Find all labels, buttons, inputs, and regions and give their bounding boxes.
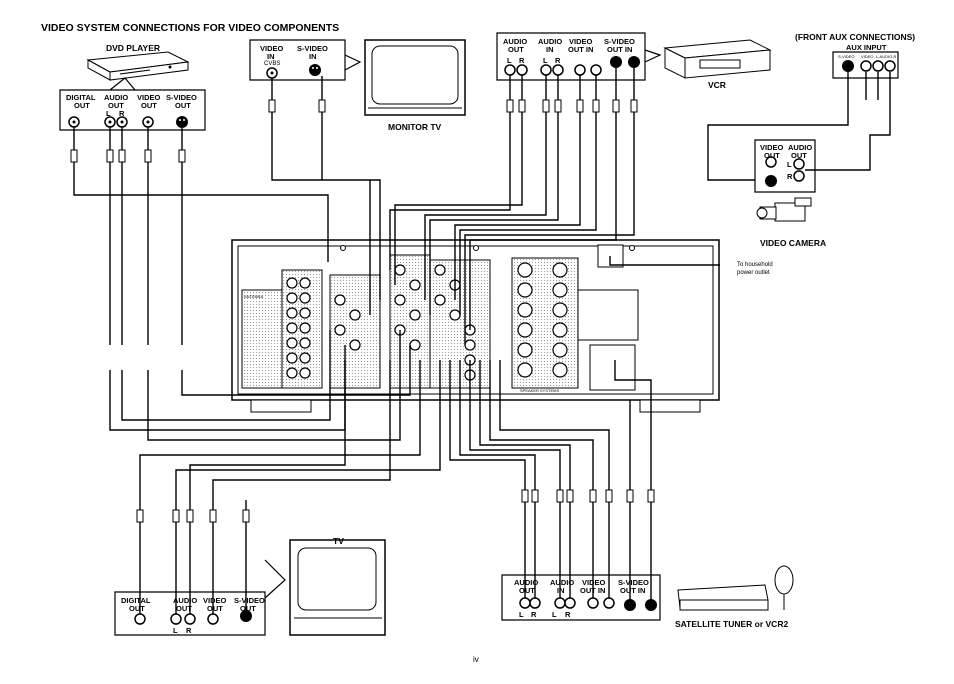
vcr-label: VCR — [708, 80, 726, 90]
sat-panel — [501, 574, 661, 621]
vcr-video-label-2: OUT IN — [568, 45, 594, 54]
dvd-player-label: DVD PLAYER — [106, 43, 161, 53]
tv-audio-label-2: OUT — [176, 604, 192, 613]
tv-digital-label-1: DIGITAL — [121, 596, 151, 605]
dvd-audio-r: R — [119, 109, 125, 118]
vcr-r2: R — [555, 56, 561, 65]
tv-icon — [289, 539, 386, 636]
sat-video-label-2: OUT IN — [580, 586, 606, 595]
sat-video-label-1: VIDEO — [582, 578, 606, 587]
monitor-cvbs-label: CVBS — [264, 61, 281, 67]
dvd-video-out-jack — [142, 116, 154, 128]
video-camera-icon — [756, 197, 812, 222]
camera-jacks — [765, 156, 805, 187]
tv-svideo-label-2: OUT — [240, 604, 256, 613]
dvd-digital-out-jack — [68, 116, 80, 128]
page-title: VIDEO SYSTEM CONNECTIONS FOR VIDEO COMPO… — [41, 22, 340, 34]
sat-svideo-label-2: OUT IN — [620, 586, 646, 595]
page-number: iv — [473, 655, 479, 664]
tv-label: TV — [333, 536, 344, 546]
vcr-audio-in-1: AUDIO — [538, 37, 563, 46]
tv-video-label-2: OUT — [207, 604, 223, 613]
vcr-jacks — [504, 56, 640, 76]
satellite-tuner-label: SATELLITE TUNER or VCR2 — [675, 619, 789, 629]
dvd-audio-out-l-jack — [104, 116, 116, 128]
cables — [73, 68, 891, 614]
sat-r2: R — [565, 610, 571, 619]
tv-svideo-label-1: S-VIDEO — [234, 596, 265, 605]
aux-video-label: VIDEO — [861, 54, 874, 59]
vcr-panel — [496, 32, 662, 81]
aux-jacks — [842, 60, 896, 72]
dvd-audio-l: L — [106, 109, 111, 118]
monitor-tv-icon — [364, 39, 466, 116]
tv-l: L — [173, 626, 178, 635]
dvd-video-label-1: VIDEO — [137, 93, 161, 102]
monitor-video-in-jack — [266, 67, 278, 79]
sat-r: R — [531, 610, 537, 619]
dvd-svideo-label-1: S-VIDEO — [166, 93, 197, 102]
camera-r: R — [787, 172, 793, 181]
speaker-systems-label: SPEAKER SYSTEMS — [520, 388, 560, 393]
power-note-2: power outlet — [737, 270, 770, 276]
sat-l: L — [519, 610, 524, 619]
power-note-1: To household — [737, 262, 773, 268]
camera-audio-label-2: OUT — [791, 151, 807, 160]
antenna-label: ANTENNA — [244, 294, 264, 299]
vcr-l: L — [507, 56, 512, 65]
receiver-jacks — [286, 262, 568, 381]
camera-audio-label-1: AUDIO — [788, 143, 813, 152]
monitor-video-label-2: IN — [267, 52, 275, 61]
tv-video-label-1: VIDEO — [203, 596, 227, 605]
aux-lr-label: L-AUDIO-R — [876, 54, 897, 59]
sat-audio-out-1: AUDIO — [514, 578, 539, 587]
monitor-video-label-1: VIDEO — [260, 44, 284, 53]
vcr-audio-out-1: AUDIO — [503, 37, 528, 46]
dvd-panel — [59, 77, 206, 131]
sat-audio-in-2: IN — [557, 586, 565, 595]
vcr-icon — [663, 39, 772, 79]
dvd-audio-label-1: AUDIO — [104, 93, 129, 102]
vcr-r: R — [519, 56, 525, 65]
satellite-tuner-icon — [677, 565, 794, 611]
monitor-svideo-label-1: S-VIDEO — [297, 44, 328, 53]
sat-l2: L — [552, 610, 557, 619]
front-aux-header: (FRONT AUX CONNECTIONS) — [795, 32, 916, 42]
dvd-svideo-label-2: OUT — [175, 101, 191, 110]
camera-video-label-1: VIDEO — [760, 143, 784, 152]
vcr-svideo-label-1: S-VIDEO — [604, 37, 635, 46]
monitor-tv-label: MONITOR TV — [388, 122, 442, 132]
monitor-svideo-in-jack — [309, 64, 321, 76]
aux-input-label: AUX INPUT — [846, 43, 887, 52]
camera-video-label-2: OUT — [764, 151, 780, 160]
dvd-digital-label-1: DIGITAL — [66, 93, 96, 102]
aux-svideo-label: S-VIDEO — [838, 54, 855, 59]
monitor-svideo-label-2: IN — [309, 52, 317, 61]
vcr-video-label-1: VIDEO — [569, 37, 593, 46]
dvd-svideo-out-jack — [176, 116, 188, 128]
vcr-l2: L — [543, 56, 548, 65]
tv-r: R — [186, 626, 192, 635]
dvd-audio-label-2: OUT — [108, 101, 124, 110]
dvd-digital-label-2: OUT — [74, 101, 90, 110]
dvd-video-label-2: OUT — [141, 101, 157, 110]
video-camera-label: VIDEO CAMERA — [760, 238, 827, 248]
camera-l: L — [787, 160, 792, 169]
vcr-audio-in-2: IN — [546, 45, 554, 54]
sat-svideo-label-1: S-VIDEO — [618, 578, 649, 587]
sat-jacks — [519, 597, 657, 611]
sat-audio-in-1: AUDIO — [550, 578, 575, 587]
dvd-audio-out-r-jack — [116, 116, 128, 128]
sat-audio-out-2: OUT — [519, 586, 535, 595]
tv-audio-label-1: AUDIO — [173, 596, 198, 605]
monitor-panel — [249, 39, 362, 81]
vcr-audio-out-2: OUT — [508, 45, 524, 54]
plug-markers — [70, 99, 655, 523]
vcr-svideo-label-2: OUT IN — [607, 45, 633, 54]
dvd-player-icon — [86, 51, 190, 81]
tv-digital-label-2: OUT — [129, 604, 145, 613]
